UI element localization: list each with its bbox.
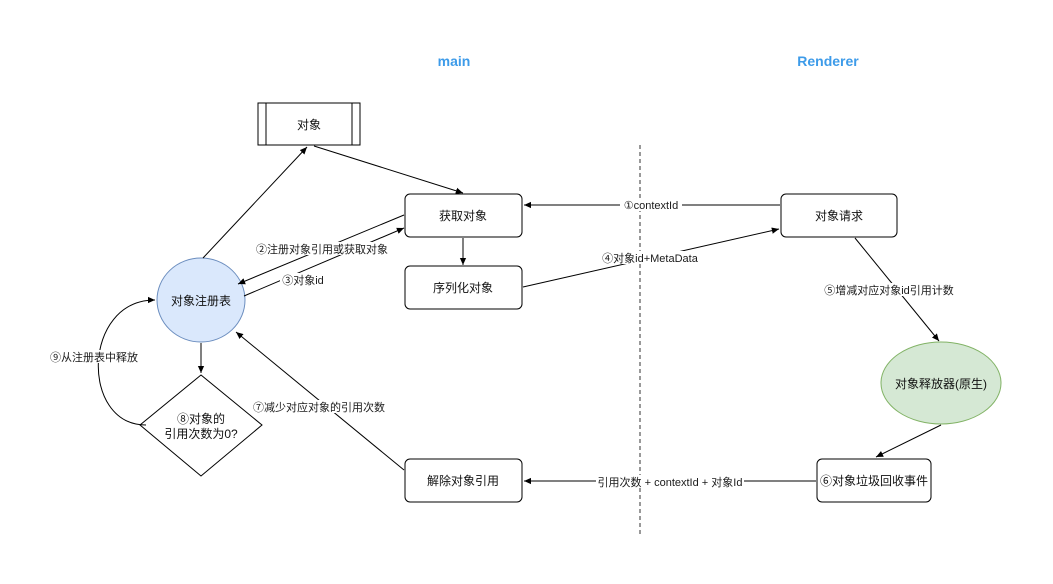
- edge-label-9-text: ⑨从注册表中释放: [50, 350, 138, 364]
- edge-registry-to-object: [202, 146, 308, 259]
- edge-object-to-get: [313, 145, 464, 194]
- edge-label-7-text: ⑦减少对应对象的引用次数: [253, 400, 385, 414]
- edge-label-3-text: ③对象id: [282, 273, 324, 287]
- edge-label-1-text: ①contextId: [624, 200, 679, 212]
- edge-label-1: ①contextId: [620, 198, 682, 212]
- edge-label-7: ⑦减少对应对象的引用次数: [252, 400, 386, 414]
- edge-label-3: ③对象id: [280, 273, 326, 287]
- releaser-node: 对象释放器(原生): [880, 341, 1002, 425]
- header-main: main: [438, 53, 471, 69]
- edge-label-2-text: ②注册对象引用或获取对象: [256, 242, 388, 256]
- object-node: 对象: [257, 102, 361, 146]
- decision-line1: ⑧对象的: [177, 411, 225, 426]
- object-label: 对象: [297, 118, 321, 132]
- edge-label-9: ⑨从注册表中释放: [48, 350, 140, 364]
- serialize-label: 序列化对象: [433, 280, 493, 295]
- edge-3-registry-to-get: [243, 227, 405, 297]
- edge-label-2: ②注册对象引用或获取对象: [254, 242, 390, 256]
- get-object-node: 获取对象: [404, 193, 523, 238]
- releaser-label: 对象释放器(原生): [895, 376, 987, 391]
- get-object-label: 获取对象: [439, 209, 487, 223]
- object-request-node: 对象请求: [780, 193, 898, 238]
- edge-label-gc-text: 引用次数 + contextId + 对象Id: [598, 475, 743, 489]
- decision-line2: 引用次数为0?: [164, 426, 238, 441]
- registry-node: 对象注册表: [156, 257, 246, 343]
- object-request-label: 对象请求: [815, 209, 863, 223]
- edge-releaser-to-gc: [875, 424, 942, 458]
- unref-label: 解除对象引用: [427, 473, 499, 488]
- gc-event-node: ⑥对象垃圾回收事件: [816, 458, 932, 503]
- edge-label-gc: 引用次数 + contextId + 对象Id: [596, 475, 744, 489]
- registry-label: 对象注册表: [171, 293, 231, 308]
- serialize-node: 序列化对象: [404, 265, 523, 310]
- edge-label-4: ④对象id+MetaData: [600, 251, 700, 265]
- unref-node: 解除对象引用: [404, 458, 523, 503]
- edge-label-5-text: ⑤增减对应对象id引用计数: [824, 283, 954, 297]
- header-renderer: Renderer: [797, 53, 859, 69]
- edge-label-4-text: ④对象id+MetaData: [602, 251, 699, 265]
- gc-event-label: ⑥对象垃圾回收事件: [820, 473, 928, 488]
- edge-label-5: ⑤增减对应对象id引用计数: [822, 283, 956, 297]
- decision-node: ⑧对象的 引用次数为0?: [139, 374, 263, 477]
